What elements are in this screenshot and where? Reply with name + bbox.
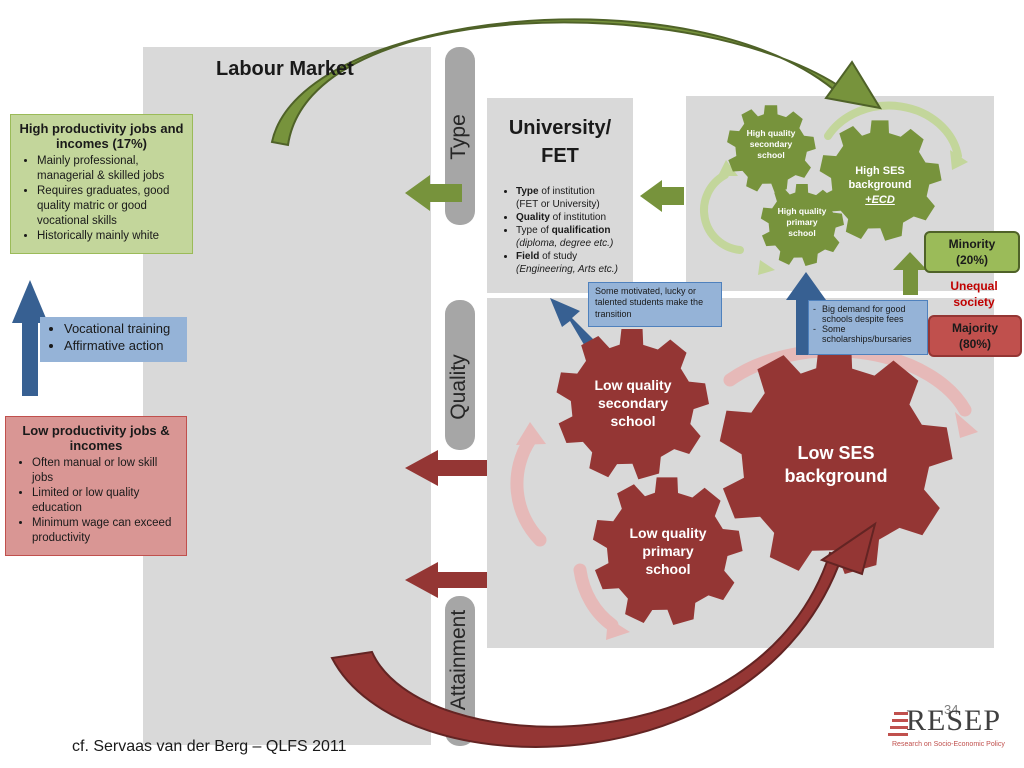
- labour-market-title: Labour Market: [216, 58, 354, 80]
- university-title: University/ FET: [508, 117, 612, 167]
- minority-up-arrow: [893, 252, 927, 295]
- demand-item: Big demand for good schools despite fees: [822, 304, 906, 324]
- unequal-society: Unequal society: [950, 279, 998, 309]
- low-ses-label: Low SES background: [784, 443, 888, 487]
- university-item: Quality of institution: [516, 211, 644, 224]
- university-item: Field of study(Engineering, Arts etc.): [516, 250, 644, 276]
- high-cycle-arcs: [700, 101, 962, 254]
- university-panel: [487, 98, 633, 293]
- arrow-to-university: [640, 180, 684, 212]
- low-secondary-label: Low quality secondary school: [594, 377, 672, 430]
- majority-pct: (80%): [958, 336, 991, 351]
- demand-note: -Big demand for good schools despite fee…: [808, 300, 928, 355]
- arrow-to-high-jobs: [405, 175, 462, 211]
- low-jobs-item: Minimum wage can exceed productivity: [32, 516, 178, 546]
- minority-pct: (20%): [955, 252, 988, 267]
- high-jobs-item: Mainly professional, managerial & skille…: [37, 154, 184, 184]
- high-secondary-label: High quality secondary school: [746, 128, 796, 161]
- high-primary-label: High quality primary school: [777, 206, 827, 239]
- page-number: 34: [944, 702, 959, 717]
- resep-logo: RESEP: [906, 706, 1001, 736]
- low-productivity-title: Low productivity jobs & incomes: [22, 423, 170, 453]
- arrow-quality-to-low-jobs: [405, 450, 487, 486]
- low-primary-label: Low quality primary school: [629, 525, 707, 578]
- university-list: Type of institution(FET or University) Q…: [500, 185, 644, 276]
- source-footer: cf. Servaas van der Berg – QLFS 2011: [72, 738, 347, 755]
- low-jobs-item: Often manual or low skill jobs: [32, 456, 178, 486]
- majority-box: Majority (80%): [928, 315, 1022, 357]
- quality-bar: [445, 300, 475, 450]
- high-jobs-item: Historically mainly white: [37, 229, 184, 244]
- mobility-box: Vocational training Affirmative action: [40, 317, 187, 362]
- transition-note: Some motivated, lucky or talented studen…: [588, 282, 722, 327]
- mobility-up-arrow: [12, 280, 48, 396]
- university-item: Type of qualification(diploma, degree et…: [516, 224, 644, 250]
- demand-item: Some scholarships/bursaries: [822, 324, 912, 344]
- minority-label: Minority: [948, 237, 996, 251]
- ecd-label: +ECD: [865, 193, 895, 206]
- mobility-item: Vocational training: [64, 321, 181, 338]
- majority-label: Majority: [951, 321, 998, 335]
- minority-box: Minority (20%): [924, 231, 1020, 273]
- resep-tagline: Research on Socio-Economic Policy: [892, 741, 1005, 748]
- low-productivity-box: Low productivity jobs & incomes Often ma…: [5, 416, 187, 556]
- resep-logo-mark: [888, 712, 908, 736]
- high-jobs-item: Requires graduates, good quality matric …: [37, 184, 184, 229]
- high-productivity-box: High productivity jobs and incomes (17%)…: [10, 114, 193, 254]
- low-jobs-item: Limited or low quality education: [32, 486, 178, 516]
- university-item: Type of institution(FET or University): [516, 185, 644, 211]
- resep-logo-text: RESEP: [906, 704, 1002, 737]
- high-productivity-title: High productivity jobs and incomes (17%): [19, 121, 184, 151]
- arrow-attainment-to-low-jobs: [405, 562, 487, 598]
- mobility-item: Affirmative action: [64, 338, 181, 355]
- high-ses-label: High SES background +ECD: [848, 165, 912, 206]
